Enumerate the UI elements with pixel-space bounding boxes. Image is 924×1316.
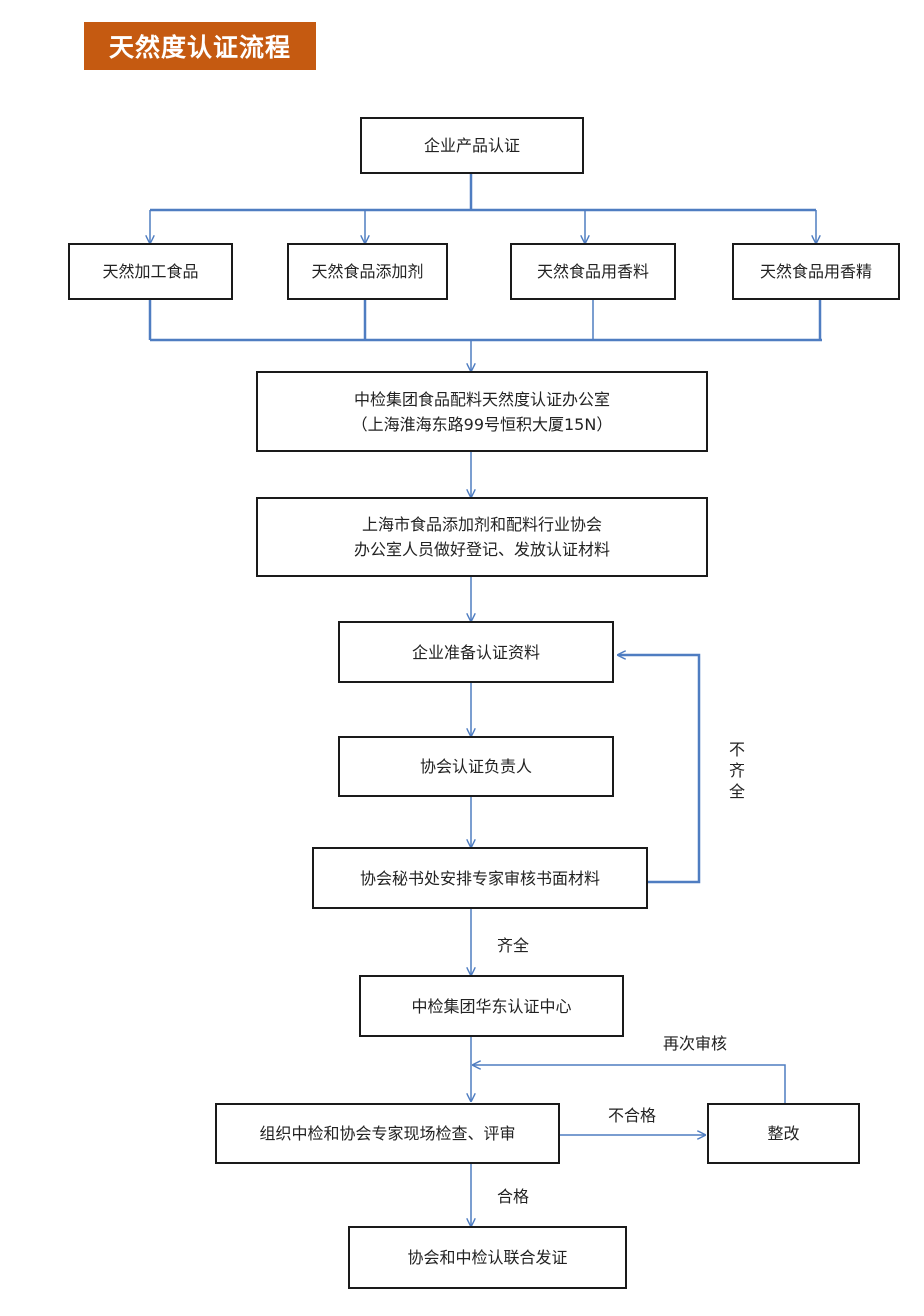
node-certification-office: 中检集团食品配料天然度认证办公室 （上海淮海东路99号恒积大厦15N）	[256, 371, 708, 452]
node-onsite-inspection: 组织中检和协会专家现场检查、评审	[215, 1103, 560, 1164]
node-enterprise-certification: 企业产品认证	[360, 117, 584, 174]
node-natural-food-additive: 天然食品添加剂	[287, 243, 448, 300]
node-east-china-center: 中检集团华东认证中心	[359, 975, 624, 1037]
node-industry-association: 上海市食品添加剂和配料行业协会 办公室人员做好登记、发放认证材料	[256, 497, 708, 577]
label-recheck: 再次审核	[663, 1034, 728, 1053]
label-fail: 不合格	[608, 1106, 657, 1125]
label-complete: 齐全	[497, 936, 530, 955]
node-natural-processed-food: 天然加工食品	[68, 243, 233, 300]
page-title: 天然度认证流程	[84, 22, 316, 70]
node-association-responsible: 协会认证负责人	[338, 736, 614, 797]
node-natural-food-spice: 天然食品用香料	[510, 243, 676, 300]
node-expert-document-review: 协会秘书处安排专家审核书面材料	[312, 847, 648, 909]
node-rectification: 整改	[707, 1103, 860, 1164]
label-incomplete: 不齐全	[728, 740, 745, 801]
node-natural-food-flavor: 天然食品用香精	[732, 243, 900, 300]
label-pass: 合格	[497, 1187, 530, 1206]
node-joint-certification: 协会和中检认联合发证	[348, 1226, 627, 1289]
node-prepare-materials: 企业准备认证资料	[338, 621, 614, 683]
